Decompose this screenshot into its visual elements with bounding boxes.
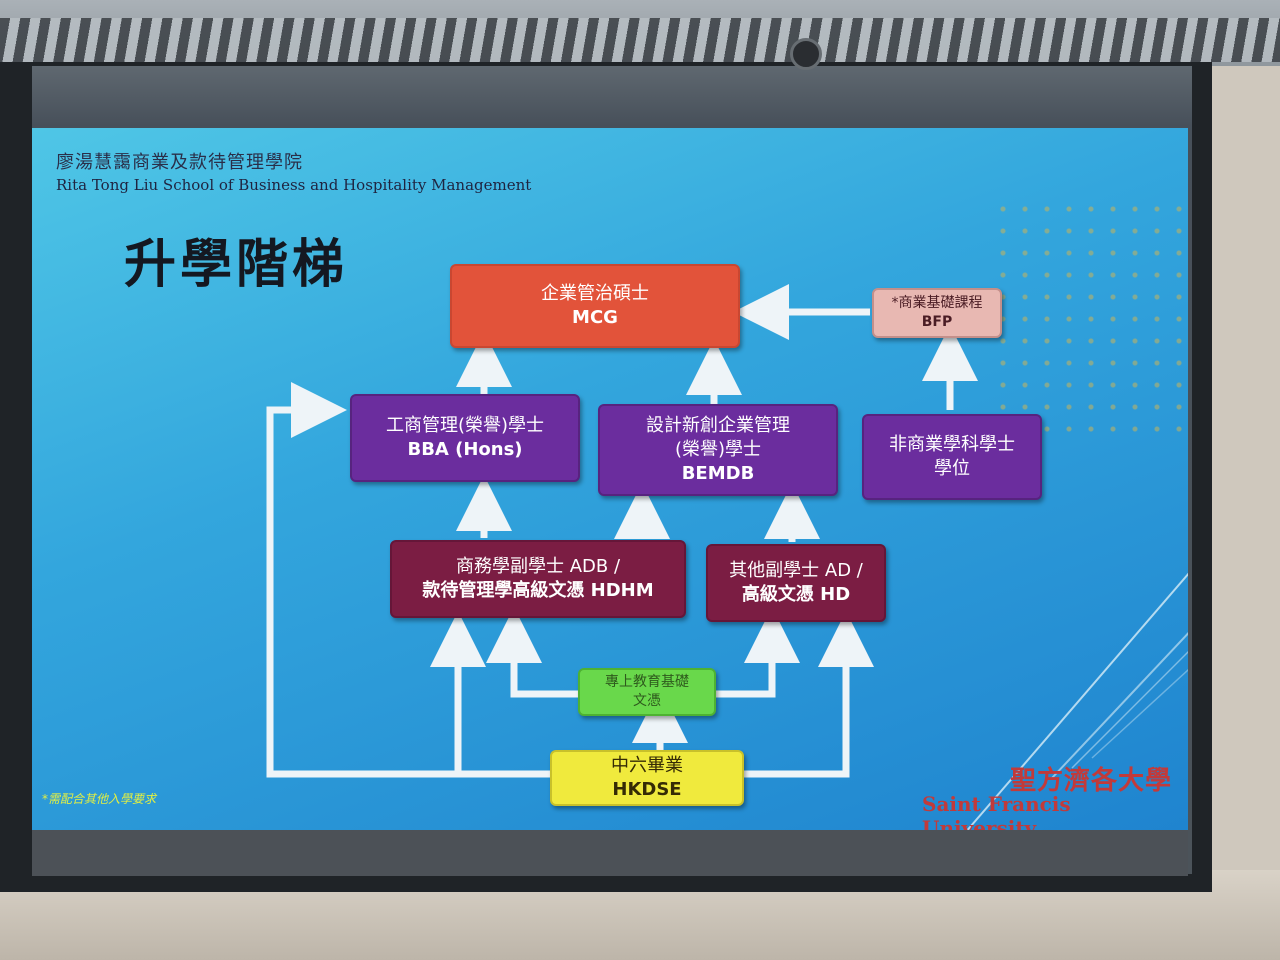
bemdb-label-zh-2: (榮譽)學士 bbox=[674, 438, 762, 460]
ceiling-vent bbox=[0, 18, 1280, 62]
decorative-lines bbox=[966, 572, 1188, 830]
non-business-label-2: 學位 bbox=[934, 458, 970, 479]
hd-label: 高級文憑 HD bbox=[741, 584, 851, 605]
adb-hdhm-box: 商務學副學士 ADB / 款待管理學高級文憑 HDHM bbox=[390, 540, 686, 618]
pathway-arrows bbox=[266, 284, 978, 778]
decorative-dots bbox=[992, 198, 1188, 438]
foundation-label-2: 文憑 bbox=[633, 693, 661, 709]
bfp-box: *商業基礎課程 BFP bbox=[872, 288, 1002, 338]
hkdse-box: 中六畢業 HKDSE bbox=[550, 750, 744, 806]
foundation-diploma-box: 專上教育基礎 文憑 bbox=[578, 668, 716, 716]
university-logo-en: Saint Francis University bbox=[922, 792, 1071, 830]
bba-box: 工商管理(榮譽)學士 BBA (Hons) bbox=[350, 394, 580, 482]
screen-bottom-band bbox=[32, 830, 1188, 876]
hkdse-label-zh: 中六畢業 bbox=[611, 754, 683, 776]
mcg-box: 企業管治碩士 MCG bbox=[450, 264, 740, 348]
hdhm-label: 款待管理學高級文憑 HDHM bbox=[422, 580, 654, 601]
footnote: *需配合其他入學要求 bbox=[42, 792, 157, 806]
bba-label-en: BBA (Hons) bbox=[407, 439, 523, 460]
bemdb-label-en: BEMDB bbox=[681, 463, 755, 485]
non-business-degree-box: 非商業學科學士 學位 bbox=[862, 414, 1042, 500]
bba-label-zh: 工商管理(榮譽)學士 bbox=[385, 414, 545, 436]
mcg-label-zh: 企業管治碩士 bbox=[541, 282, 649, 304]
slide-title: 升學階梯 bbox=[124, 235, 349, 295]
bfp-label-en: BFP bbox=[921, 314, 953, 330]
ad-hd-box: 其他副學士 AD / 高級文憑 HD bbox=[706, 544, 886, 622]
university-logo-zh: 聖方濟各大學 bbox=[1010, 766, 1173, 796]
mcg-label-en: MCG bbox=[572, 307, 618, 328]
bemdb-label-zh-1: 設計新創企業管理 bbox=[646, 414, 790, 436]
bfp-label-zh: *商業基礎課程 bbox=[891, 295, 983, 312]
foundation-label-1: 專上教育基礎 bbox=[605, 674, 689, 691]
presentation-slide: 廖湯慧靄商業及款待管理學院 Rita Tong Liu School of Bu… bbox=[32, 128, 1188, 830]
bemdb-box: 設計新創企業管理 (榮譽)學士 BEMDB bbox=[598, 404, 838, 496]
non-business-label-1: 非商業學科學士 bbox=[889, 433, 1015, 455]
hkdse-label-en: HKDSE bbox=[612, 779, 682, 800]
projector-mount-icon bbox=[790, 38, 822, 70]
school-name-en: Rita Tong Liu School of Business and Hos… bbox=[56, 176, 532, 194]
ad-label: 其他副學士 AD / bbox=[729, 559, 863, 581]
adb-label: 商務學副學士 ADB / bbox=[455, 555, 621, 577]
school-name-zh: 廖湯慧靄商業及款待管理學院 bbox=[56, 152, 303, 173]
